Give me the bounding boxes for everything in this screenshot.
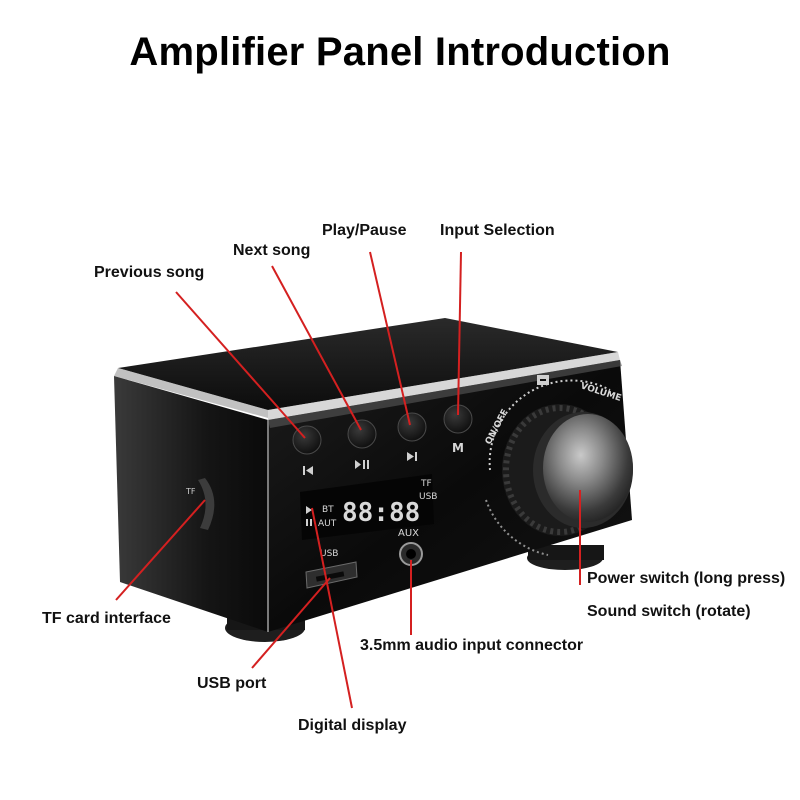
play-pause-icon: [355, 460, 369, 469]
tf-indicator: TF: [420, 479, 432, 489]
device-top: [118, 318, 618, 410]
bt-indicator: BT: [322, 505, 334, 515]
label-power-switch: Power switch (long press): [587, 570, 786, 587]
next-button[interactable]: [397, 412, 427, 442]
leader-play-pause: [369, 251, 411, 426]
usb-indicator: USB: [419, 492, 437, 502]
volume-knob[interactable]: [502, 404, 633, 536]
top-edge-front: [268, 352, 620, 420]
leader-lines: [115, 251, 581, 709]
foot-front-right-body: [528, 545, 604, 560]
label-input-selection: Input Selection: [440, 222, 555, 239]
previous-icon: [303, 466, 313, 475]
aux-jack-hole: [406, 549, 416, 559]
leader-previous-song: [175, 291, 306, 439]
label-next-song: Next song: [233, 242, 311, 259]
label-tf-card: TF card interface: [42, 610, 171, 627]
pause-indicator-bar: [306, 519, 308, 526]
play-pause-button[interactable]: [347, 419, 377, 449]
front-bezel: [268, 360, 622, 428]
device-side: [114, 376, 268, 632]
volume-dial-ring: [485, 379, 611, 556]
label-audio-input: 3.5mm audio input connector: [360, 637, 584, 654]
m-button-label: M: [452, 441, 464, 455]
pause-indicator-bar: [310, 519, 312, 526]
volume-minus-bar: [540, 379, 546, 381]
label-previous-song: Previous song: [94, 264, 205, 281]
leader-input-selection: [457, 251, 462, 416]
leader-usb-port: [251, 577, 331, 669]
label-digital-display: Digital display: [298, 717, 407, 734]
display-digits: 88:88: [342, 498, 420, 528]
diagram-title: Amplifier Panel Introduction: [129, 30, 671, 74]
label-usb-port: USB port: [197, 675, 267, 692]
next-icon: [407, 452, 417, 461]
label-play-pause: Play/Pause: [322, 222, 407, 239]
usb-slot-insert: [315, 571, 345, 582]
play-indicator-icon: [306, 506, 312, 514]
tf-side-label: TF: [185, 487, 196, 496]
leader-next-song: [271, 265, 362, 431]
digital-display: BT AUT 88:88 TF USB: [300, 474, 437, 540]
leader-digital-display: [311, 507, 353, 709]
leader-tf-card: [115, 499, 206, 601]
aux-label: AUX: [398, 528, 419, 539]
usb-slot-label: USB: [320, 549, 338, 559]
top-edge-highlight: [114, 368, 268, 418]
aut-indicator: AUT: [318, 519, 337, 529]
label-sound-switch: Sound switch (rotate): [587, 603, 751, 620]
tf-slot: [198, 478, 215, 530]
